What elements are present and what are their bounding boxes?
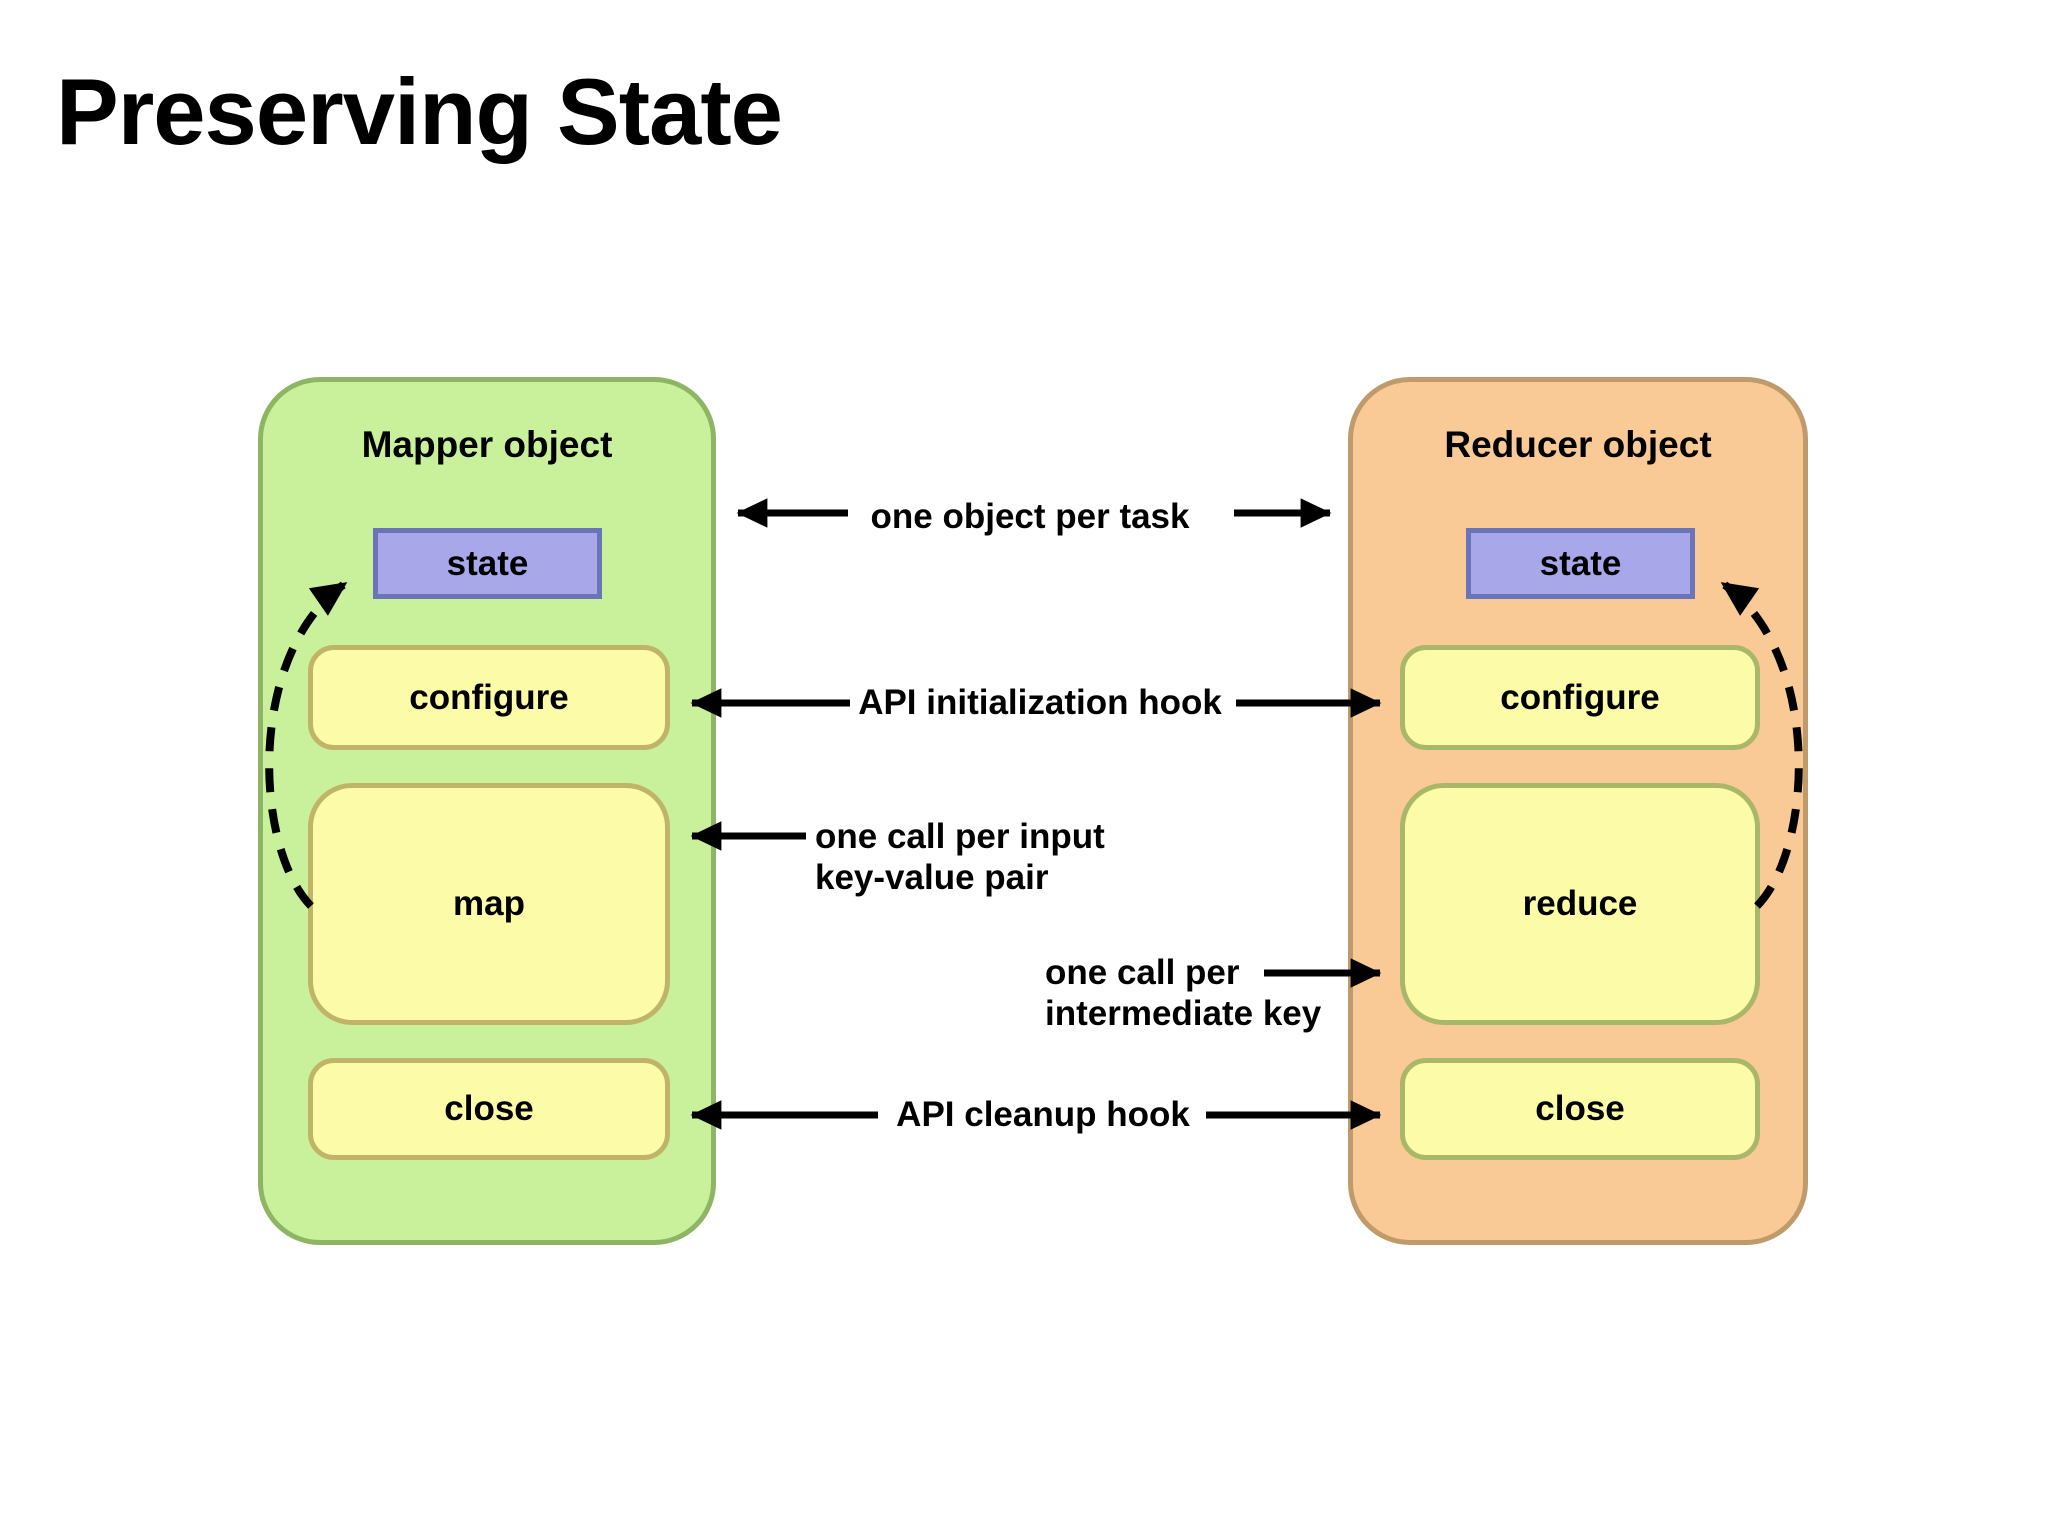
mapper-map-box: map (308, 783, 670, 1025)
annotation-one-call-per-input-line2: key-value pair (815, 858, 1049, 897)
reducer-close-label: close (1535, 1089, 1625, 1128)
mapper-object-title: Mapper object (361, 424, 613, 465)
mapper-configure-box: configure (308, 645, 670, 750)
annotation-one-call-per-intermediate-key-line1: one call per (1045, 953, 1240, 992)
annotation-one-call-per-input: one call per input key-value pair (815, 816, 1105, 898)
reducer-state-label: state (1539, 543, 1622, 583)
annotation-api-initialization-hook: API initialization hook (858, 683, 1222, 722)
mapper-close-label: close (444, 1089, 534, 1128)
annotation-api-cleanup-hook: API cleanup hook (896, 1095, 1190, 1134)
reducer-configure-label: configure (1500, 677, 1660, 717)
annotation-one-object-per-task: one object per task (870, 497, 1190, 536)
annotation-one-call-per-input-line1: one call per input (815, 817, 1105, 856)
mapper-map-label: map (453, 884, 525, 923)
reducer-state-box: state (1466, 528, 1695, 599)
reducer-reduce-box: reduce (1400, 783, 1760, 1025)
reducer-object-title: Reducer object (1444, 424, 1712, 465)
reducer-close-box: close (1400, 1058, 1760, 1160)
mapper-close-box: close (308, 1058, 670, 1160)
page-title: Preserving State (56, 59, 783, 164)
mapper-state-box: state (373, 528, 602, 599)
reducer-configure-box: configure (1400, 645, 1760, 750)
mapper-state-label: state (446, 543, 529, 583)
reducer-reduce-label: reduce (1522, 884, 1638, 923)
mapper-configure-label: configure (409, 677, 569, 717)
annotation-one-call-per-intermediate-key-line2: intermediate key (1045, 994, 1322, 1033)
annotation-one-call-per-intermediate-key: one call per intermediate key (1045, 952, 1321, 1034)
